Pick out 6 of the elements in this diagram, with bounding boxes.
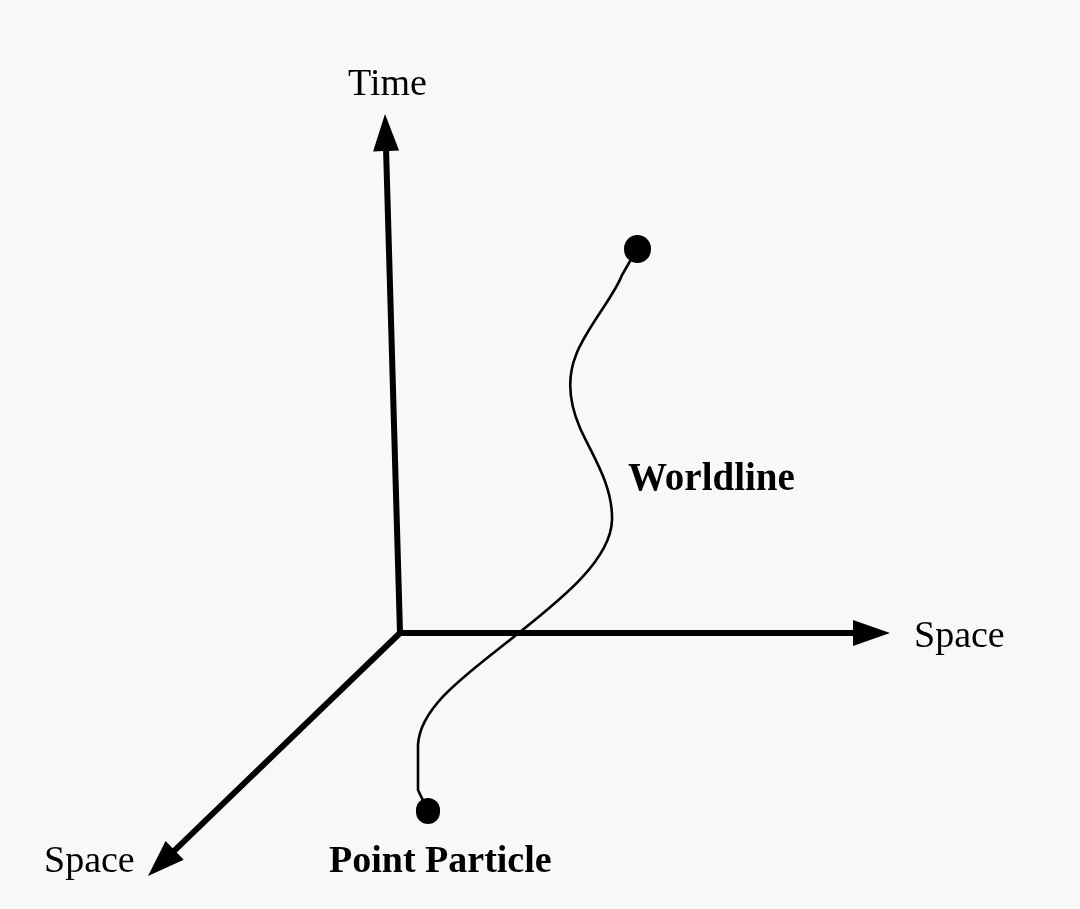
- particle-label: Point Particle: [329, 840, 552, 878]
- axis-label: Time: [348, 63, 427, 101]
- edge-label: Worldline: [628, 457, 795, 496]
- axis-label: Space: [44, 840, 135, 878]
- axis-label: Space: [914, 615, 1005, 653]
- worldline-curve: [416, 259, 632, 801]
